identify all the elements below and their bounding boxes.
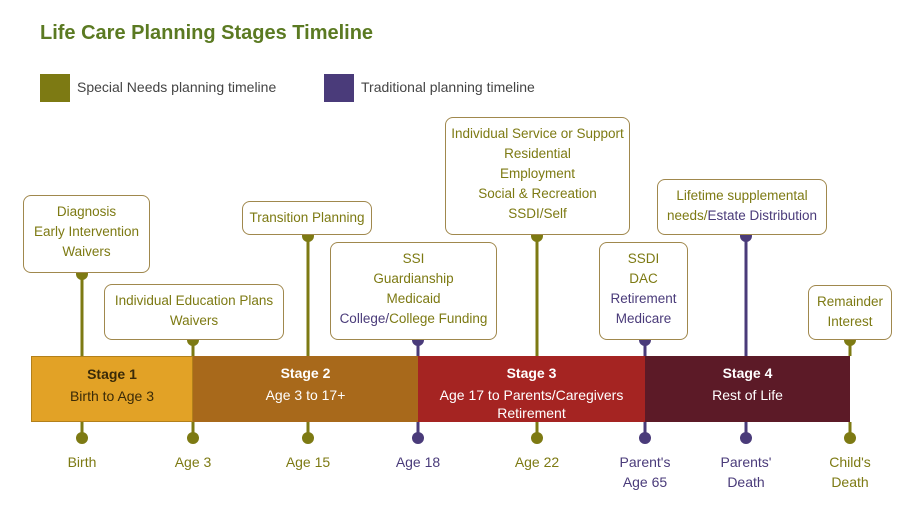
milestone-birth: Birth [52, 452, 112, 472]
box-lifetime-line2: needs/Estate Distribution [662, 206, 822, 226]
stage-range: Birth to Age 3 [69, 388, 155, 404]
tick-dot-age15 [302, 432, 314, 444]
box-lifetime-traditional: Estate Distribution [707, 208, 818, 223]
box-ssi-line: Medicaid [386, 291, 441, 306]
box-ssdi-line: Retirement [610, 291, 677, 306]
box-ssdi-line: Medicare [615, 311, 672, 326]
milestone-label-line2: Age 65 [622, 474, 668, 490]
legend-label-special-needs: Special Needs planning timeline [77, 79, 277, 95]
stage-name: Stage 2 [280, 365, 331, 381]
box-service-line: Employment [499, 166, 576, 181]
stage-name: Stage 4 [722, 365, 773, 381]
tick-dot-childs-death [844, 432, 856, 444]
milestone-label: Parents' [720, 454, 772, 470]
box-ssdi-line: SSDI [627, 251, 660, 266]
milestone-parents-death: Parents' Death [706, 452, 786, 492]
milestone-label: Child's [829, 454, 871, 470]
box-iep-line: Individual Education Plans [114, 293, 274, 308]
box-ssi-college-line: College/College Funding [335, 309, 492, 329]
stage-3: Stage 3 Age 17 to Parents/Caregivers Ret… [418, 356, 645, 422]
box-lifetime-special: needs/ [666, 208, 708, 223]
legend-label-traditional: Traditional planning timeline [361, 79, 535, 95]
milestone-age22: Age 22 [502, 452, 572, 472]
stage-2: Stage 2 Age 3 to 17+ [193, 356, 418, 422]
stage-4: Stage 4 Rest of Life [645, 356, 850, 422]
box-service-line: SSDI/Self [508, 206, 567, 221]
milestone-age65: Parent's Age 65 [605, 452, 685, 492]
stage-range: Rest of Life [712, 387, 783, 403]
stage-name: Stage 3 [506, 365, 557, 381]
milestone-label-line2: Death [831, 474, 869, 490]
box-transition: Transition Planning [242, 201, 372, 235]
tick-dot-birth [76, 432, 88, 444]
milestone-label: Birth [67, 454, 97, 470]
milestone-label: Age 3 [174, 454, 212, 470]
box-ssi-college-traditional: College/ [339, 311, 390, 326]
milestone-age3: Age 3 [163, 452, 223, 472]
legend-swatch-special-needs [40, 74, 70, 102]
tick-dot-age3 [187, 432, 199, 444]
stage-name: Stage 1 [87, 366, 137, 382]
tick-dot-age18 [412, 432, 424, 444]
box-transition-line: Transition Planning [249, 210, 365, 225]
box-service: Individual Service or Support Residentia… [445, 117, 630, 235]
box-ssi-line: Guardianship [373, 271, 454, 286]
box-iep-line: Waivers [169, 313, 219, 328]
milestone-age18: Age 18 [383, 452, 453, 472]
box-diagnosis-line: Diagnosis [56, 204, 117, 219]
milestone-label: Age 18 [395, 454, 441, 470]
tick-dot-age65 [639, 432, 651, 444]
box-ssi: SSI Guardianship Medicaid College/Colleg… [330, 242, 497, 340]
box-diagnosis: Diagnosis Early Intervention Waivers [23, 195, 150, 273]
stage-range: Age 17 to Parents/Caregivers [439, 387, 624, 403]
box-diagnosis-line: Early Intervention [33, 224, 140, 239]
box-ssdi-line: DAC [629, 271, 658, 286]
box-remainder-line: Interest [827, 314, 873, 329]
stage-range-line2: Retirement [497, 405, 566, 421]
box-ssi-line: SSI [402, 251, 425, 266]
box-service-line: Residential [504, 146, 571, 161]
milestone-label-line2: Death [727, 474, 765, 490]
box-ssdi: SSDI DAC Retirement Medicare [599, 242, 688, 340]
box-iep: Individual Education Plans Waivers [104, 284, 284, 340]
box-lifetime-line: Lifetime supplemental [676, 188, 808, 203]
milestone-label: Parent's [619, 454, 671, 470]
tick-dot-parents-death [740, 432, 752, 444]
milestone-childs-death: Child's Death [815, 452, 885, 492]
box-remainder: Remainder Interest [808, 285, 892, 340]
box-diagnosis-line: Waivers [62, 244, 111, 259]
milestone-label: Age 15 [285, 454, 331, 470]
stage-1: Stage 1 Birth to Age 3 [31, 356, 193, 422]
page-title: Life Care Planning Stages Timeline [40, 22, 374, 44]
box-ssi-college-special: College Funding [389, 311, 488, 326]
tick-dot-age22 [531, 432, 543, 444]
box-service-line: Individual Service or Support [451, 126, 624, 141]
milestone-age15: Age 15 [273, 452, 343, 472]
legend-swatch-traditional [324, 74, 354, 102]
milestone-label: Age 22 [514, 454, 560, 470]
stage-range: Age 3 to 17+ [265, 387, 346, 403]
box-remainder-line: Remainder [816, 294, 884, 309]
box-service-line: Social & Recreation [478, 186, 597, 201]
box-lifetime: Lifetime supplemental needs/Estate Distr… [657, 179, 827, 235]
